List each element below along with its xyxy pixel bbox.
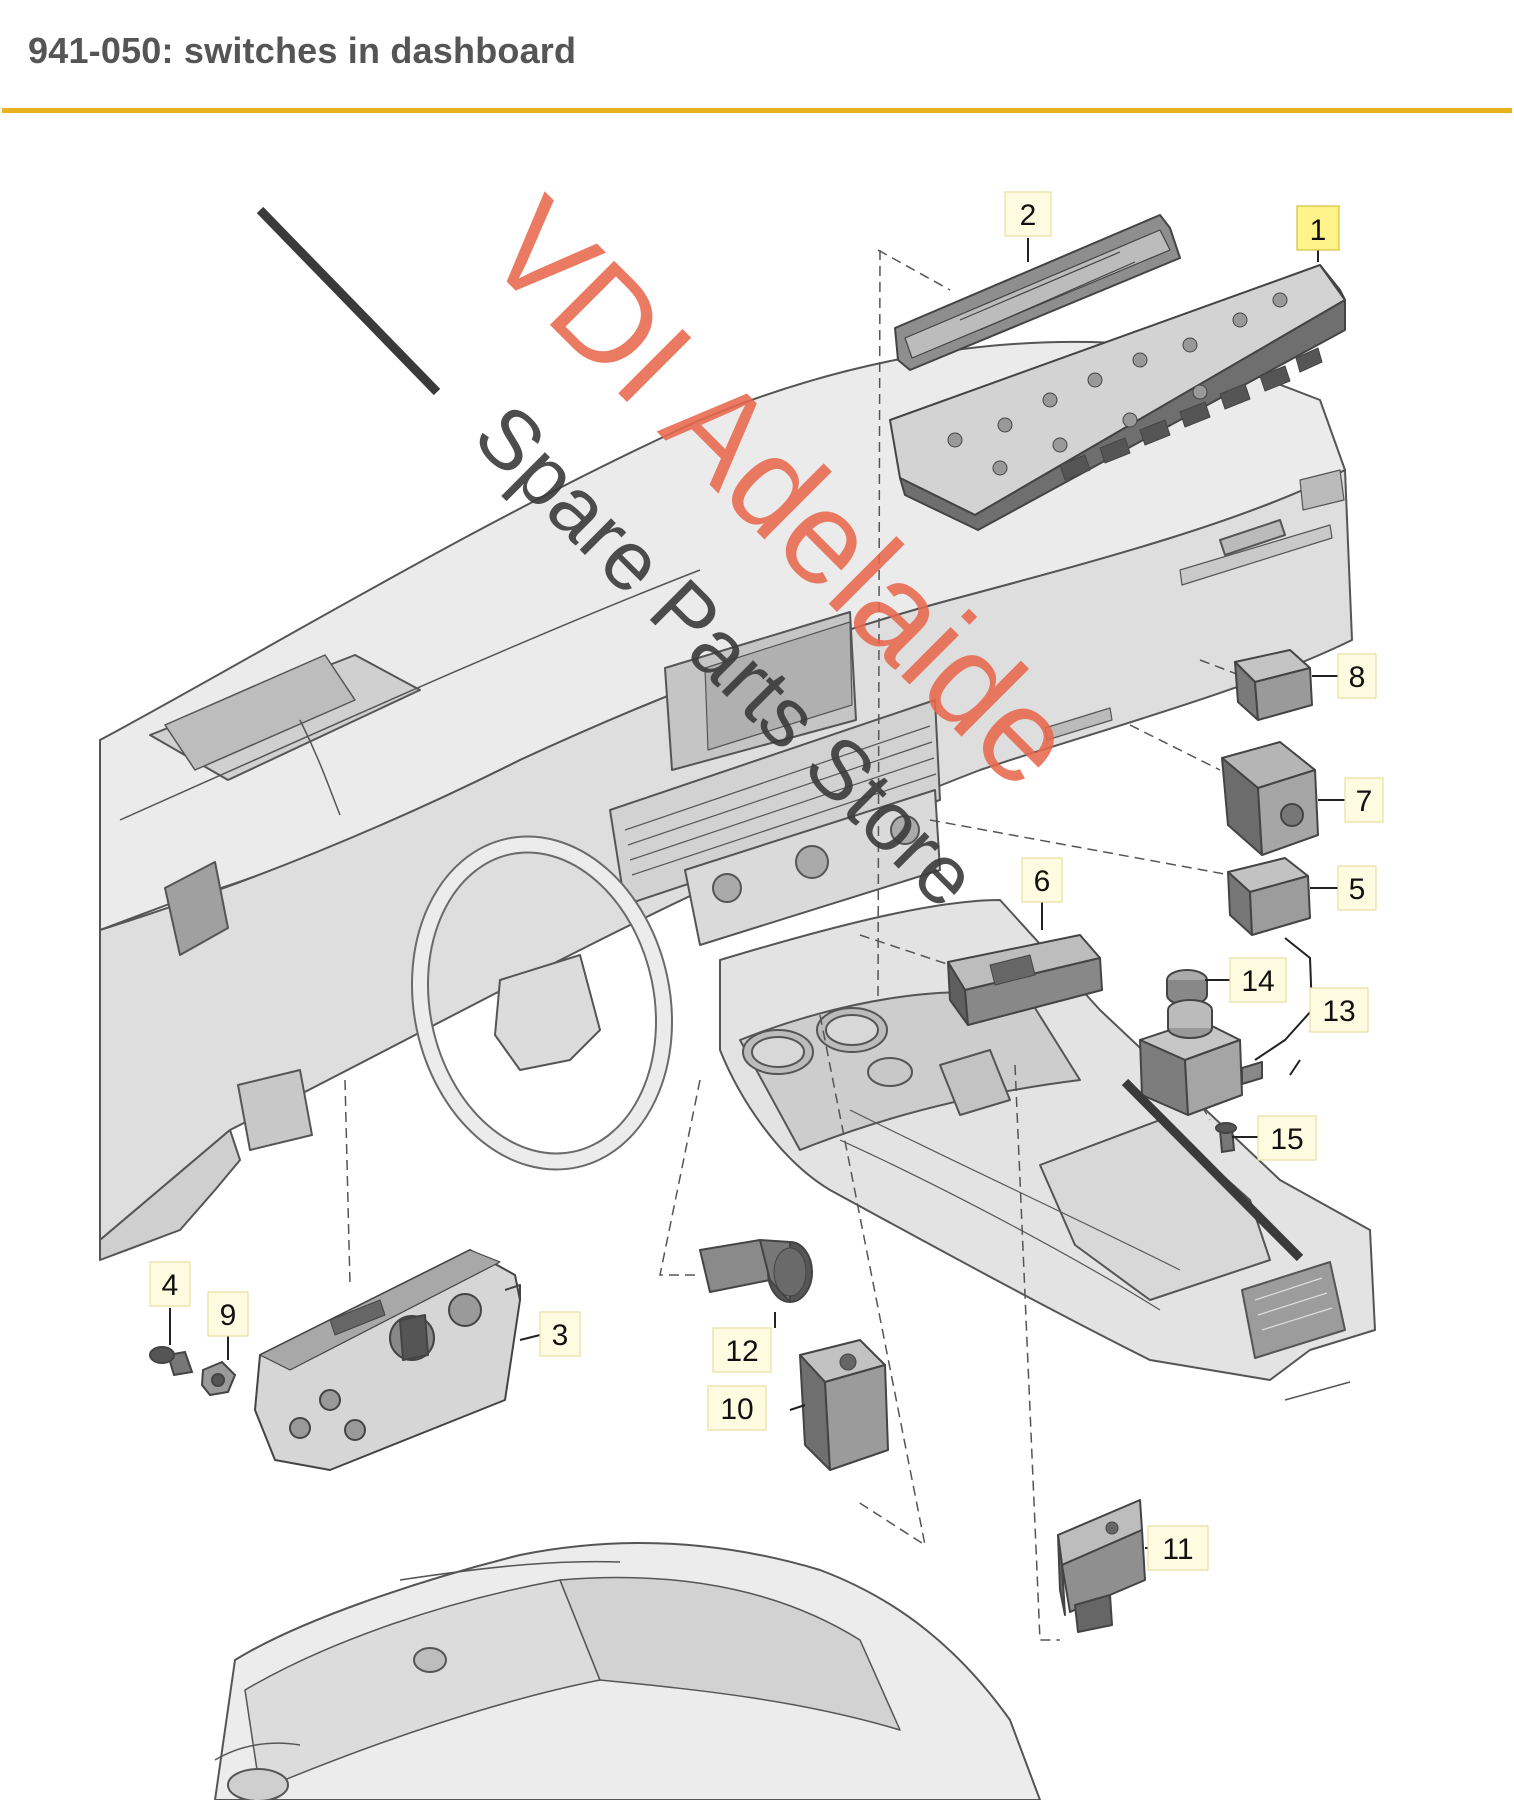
part-2-trim-strip[interactable] — [894, 214, 1181, 371]
part-1-switch-module[interactable] — [889, 264, 1346, 531]
callout-10-label: 10 — [720, 1393, 753, 1426]
callout-3[interactable]: 3 — [539, 1311, 581, 1357]
callout-3-label: 3 — [552, 1319, 569, 1352]
part-9-nut[interactable] — [200, 1360, 237, 1397]
car-illustration — [214, 1542, 1041, 1800]
callout-7[interactable]: 7 — [1344, 777, 1384, 823]
callout-14-label: 14 — [1241, 965, 1274, 998]
callout-labels: 1 2 8 7 5 6 14 13 — [149, 191, 1384, 1571]
callout-9-label: 9 — [220, 1299, 237, 1332]
part-15-bolt[interactable] — [1215, 1122, 1237, 1154]
part-7-switch[interactable] — [1221, 741, 1319, 856]
callout-2-label: 2 — [1020, 199, 1037, 232]
title-divider — [2, 108, 1512, 113]
callout-8[interactable]: 8 — [1337, 653, 1377, 699]
callout-11-label: 11 — [1162, 1533, 1193, 1566]
callout-14[interactable]: 14 — [1229, 957, 1287, 1003]
callout-13-label: 13 — [1322, 995, 1355, 1028]
callout-13[interactable]: 13 — [1309, 987, 1369, 1033]
callout-9[interactable]: 9 — [207, 1291, 249, 1337]
part-6-switch-block[interactable] — [947, 934, 1103, 1026]
part-12-start-button[interactable] — [699, 1239, 813, 1303]
callout-11[interactable]: 11 — [1147, 1525, 1209, 1571]
callout-8-label: 8 — [1349, 661, 1366, 694]
callout-5[interactable]: 5 — [1337, 865, 1377, 911]
callout-4-label: 4 — [162, 1269, 179, 1302]
callout-12-label: 12 — [725, 1335, 758, 1368]
part-4-bolt[interactable] — [149, 1346, 194, 1377]
callout-1-label: 1 — [1310, 214, 1327, 247]
callout-12[interactable]: 12 — [712, 1327, 772, 1373]
callout-6-label: 6 — [1034, 865, 1051, 898]
callout-7-label: 7 — [1356, 785, 1373, 818]
page-title: 941-050: switches in dashboard — [28, 30, 577, 71]
part-11-switch[interactable] — [1057, 1499, 1146, 1633]
part-3-light-switch[interactable] — [254, 1249, 521, 1471]
callout-15-label: 15 — [1270, 1123, 1303, 1156]
callout-5-label: 5 — [1349, 873, 1366, 906]
part-5-switch[interactable] — [1227, 857, 1311, 936]
callout-10[interactable]: 10 — [707, 1385, 767, 1431]
part-13-rotary-switch[interactable] — [1139, 999, 1263, 1116]
part-10-switch[interactable] — [799, 1339, 889, 1471]
callout-6[interactable]: 6 — [1021, 857, 1063, 903]
header-bar: 941-050: switches in dashboard — [0, 0, 1514, 113]
part-14-knob-cap[interactable] — [1166, 969, 1208, 1006]
callout-4[interactable]: 4 — [149, 1261, 191, 1307]
callout-15[interactable]: 15 — [1257, 1115, 1317, 1161]
callout-2[interactable]: 2 — [1004, 191, 1052, 237]
callout-1[interactable]: 1 — [1296, 205, 1340, 251]
part-8-switch[interactable] — [1234, 649, 1313, 721]
